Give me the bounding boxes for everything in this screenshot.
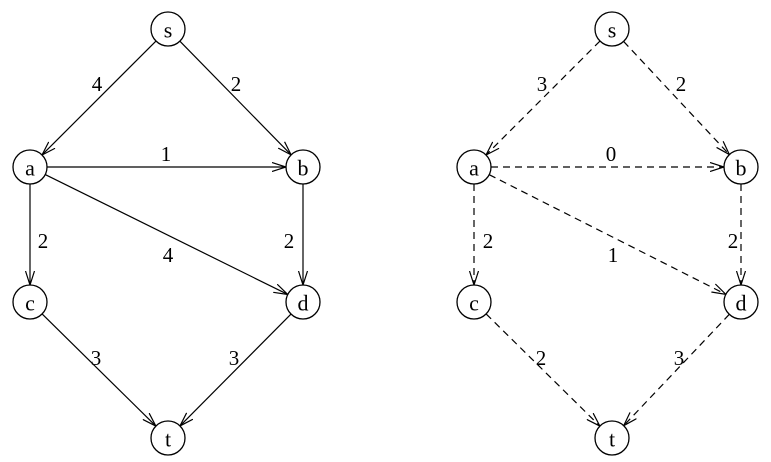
node-label: d [298, 291, 309, 316]
node-d: d [285, 284, 321, 320]
node-c: c [12, 284, 48, 320]
edge-weight-label: 4 [163, 243, 174, 267]
node-label: b [736, 156, 747, 181]
edge-weight-label: 4 [92, 72, 103, 96]
node-label: c [25, 291, 35, 316]
node-s: s [594, 11, 630, 47]
node-t: t [150, 420, 186, 456]
edge-s-b [179, 40, 291, 155]
edge-a-d [488, 174, 726, 295]
node-b: b [723, 149, 759, 185]
node-circle [723, 284, 759, 320]
node-label: c [469, 291, 479, 316]
node-label: s [164, 18, 173, 43]
node-circle [12, 149, 48, 185]
edge-weight-label: 2 [38, 229, 49, 253]
edge-a-d [44, 173, 288, 295]
edge-weight-label: 2 [483, 229, 494, 253]
edge-weight-label: 2 [231, 72, 242, 96]
edge-weight-label: 2 [536, 346, 547, 370]
node-circle [456, 149, 492, 185]
edge-s-a [42, 40, 157, 155]
node-circle [150, 420, 186, 456]
edge-weight-label: 1 [161, 142, 172, 166]
node-circle [150, 11, 186, 47]
node-circle [285, 149, 321, 185]
node-circle [594, 420, 630, 456]
node-circle [285, 284, 321, 320]
node-label: a [25, 156, 35, 181]
edge-weight-label: 2 [284, 229, 295, 253]
node-circle [594, 11, 630, 47]
edge-d-t [624, 313, 730, 425]
edge-weight-label: 0 [606, 142, 617, 166]
node-d: d [723, 284, 759, 320]
node-label: a [469, 156, 479, 181]
edge-weight-label: 1 [608, 243, 619, 267]
node-circle [12, 284, 48, 320]
node-label: t [165, 427, 171, 452]
left-graph: 4 2 1 2 4 2 3 3 s a b c d t [12, 11, 321, 456]
node-c: c [456, 284, 492, 320]
node-label: s [608, 18, 617, 43]
edge-weight-label: 3 [537, 72, 548, 96]
edge-c-t [41, 313, 156, 426]
node-label: t [609, 427, 615, 452]
node-a: a [456, 149, 492, 185]
edge-weight-label: 3 [91, 346, 102, 370]
edge-weight-label: 2 [676, 72, 687, 96]
edge-weight-label: 3 [229, 346, 240, 370]
node-b: b [285, 149, 321, 185]
node-label: b [298, 156, 309, 181]
edge-weight-label: 3 [674, 346, 685, 370]
node-a: a [12, 149, 48, 185]
node-circle [456, 284, 492, 320]
node-t: t [594, 420, 630, 456]
edge-weight-label: 2 [728, 229, 739, 253]
edge-s-b [623, 41, 730, 154]
node-circle [723, 149, 759, 185]
node-label: d [736, 291, 747, 316]
right-graph: 3 2 0 2 1 2 2 3 s a b c d t [456, 11, 759, 456]
edge-d-t [180, 313, 292, 426]
edge-c-t [485, 313, 600, 426]
node-s: s [150, 11, 186, 47]
edge-s-a [486, 40, 601, 155]
